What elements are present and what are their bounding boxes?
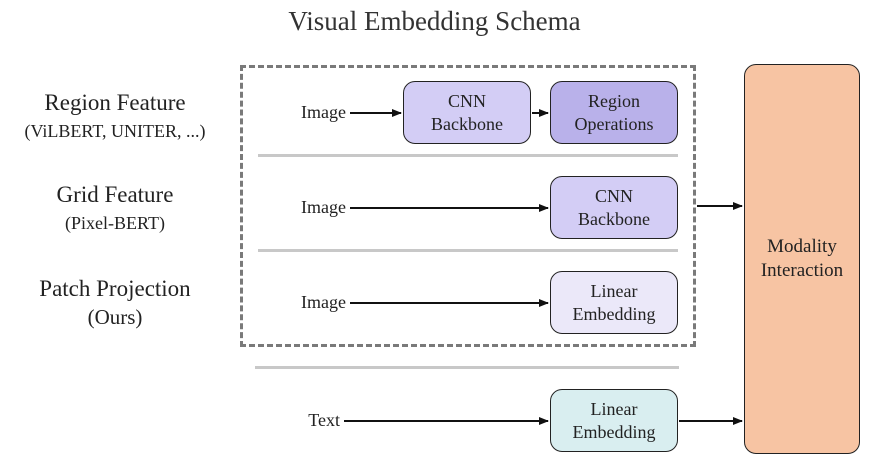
separator-line — [258, 249, 678, 252]
diagram-title: Visual Embedding Schema — [288, 6, 581, 36]
input-label-image: Image — [301, 102, 346, 122]
box-line: Region — [588, 90, 640, 111]
linear-embedding-text-box: Linear Embedding — [550, 389, 678, 452]
box-line: Interaction — [760, 260, 844, 281]
separator-line — [258, 154, 678, 157]
box-line: Backbone — [431, 113, 503, 134]
box-line: Linear — [590, 280, 638, 301]
box-line: Linear — [590, 398, 638, 419]
box-line: CNN — [594, 185, 633, 206]
row-title: Patch Projection — [39, 276, 191, 301]
row-label-grid-feature: Grid Feature (Pixel-BERT) — [0, 180, 230, 236]
box-line: Operations — [574, 113, 654, 134]
cnn-backbone-box: CNN Backbone — [403, 81, 531, 144]
cnn-backbone-box: CNN Backbone — [550, 176, 678, 239]
row-title: Grid Feature — [56, 182, 174, 207]
row-label-region-feature: Region Feature (ViLBERT, UNITER, ...) — [0, 88, 230, 144]
box-line: Backbone — [578, 208, 650, 229]
box-line: Embedding — [572, 303, 656, 324]
row-subtitle: (ViLBERT, UNITER, ...) — [24, 121, 206, 141]
modality-interaction-box: Modality Interaction — [744, 64, 860, 454]
visual-embedding-frame — [240, 65, 696, 347]
box-line: Modality — [767, 236, 837, 257]
row-subtitle: (Ours) — [87, 305, 143, 329]
linear-embedding-image-box: Linear Embedding — [550, 271, 678, 334]
input-label-image: Image — [301, 292, 346, 312]
region-operations-box: Region Operations — [550, 81, 678, 144]
separator-line — [255, 366, 679, 369]
box-line: CNN — [447, 90, 486, 111]
box-line: Embedding — [572, 421, 656, 442]
row-label-patch-projection: Patch Projection (Ours) — [0, 274, 230, 330]
row-subtitle: (Pixel-BERT) — [65, 213, 165, 233]
row-title: Region Feature — [44, 90, 186, 115]
input-label-text: Text — [308, 410, 340, 430]
input-label-image: Image — [301, 197, 346, 217]
